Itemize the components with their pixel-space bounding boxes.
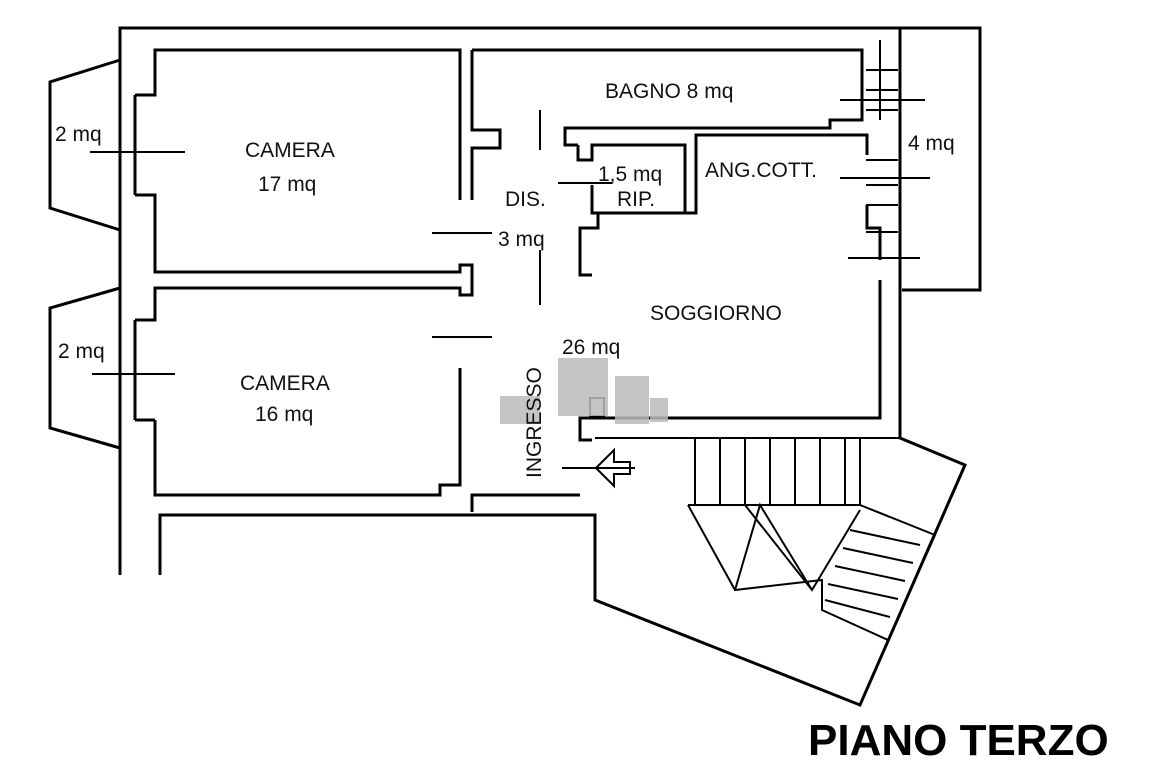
camera-1-area: 17 mq	[258, 173, 316, 196]
bagno-walls	[470, 48, 864, 200]
watermark-logo	[500, 358, 668, 424]
ripostiglio-walls	[576, 143, 687, 277]
camera-17-walls	[135, 48, 474, 322]
kitchen-walls	[578, 133, 882, 442]
ripostiglio-area: 1,5 mq	[598, 163, 662, 186]
balcony-left-bottom-label: 2 mq	[58, 340, 105, 363]
balcony-right-label: 4 mq	[908, 132, 955, 155]
soggiorno-area: 26 mq	[562, 336, 620, 359]
soggiorno-name: SOGGIORNO	[650, 302, 782, 325]
disimpegno-area: 3 mq	[498, 228, 545, 251]
angolo-cottura-label: ANG.COTT.	[705, 159, 817, 182]
balcony-left-top	[48, 58, 137, 232]
camera-16-walls	[135, 368, 462, 497]
balcony-left-top-label: 2 mq	[55, 123, 102, 146]
outer-walls	[118, 26, 982, 707]
window-ticks	[866, 40, 898, 233]
camera-1-name: CAMERA	[245, 139, 335, 162]
bagno-label: BAGNO 8 mq	[605, 80, 733, 103]
ripostiglio-name: RIP.	[617, 188, 655, 211]
camera-2-name: CAMERA	[240, 372, 330, 395]
balcony-left-bottom	[48, 286, 137, 450]
stairwell	[595, 437, 937, 642]
plan-title: PIANO TERZO	[808, 716, 1109, 765]
camera-2-area: 16 mq	[255, 403, 313, 426]
ingresso-label: INGRESSO	[523, 367, 546, 478]
disimpegno-name: DIS.	[505, 188, 546, 211]
door-swings	[90, 99, 930, 489]
